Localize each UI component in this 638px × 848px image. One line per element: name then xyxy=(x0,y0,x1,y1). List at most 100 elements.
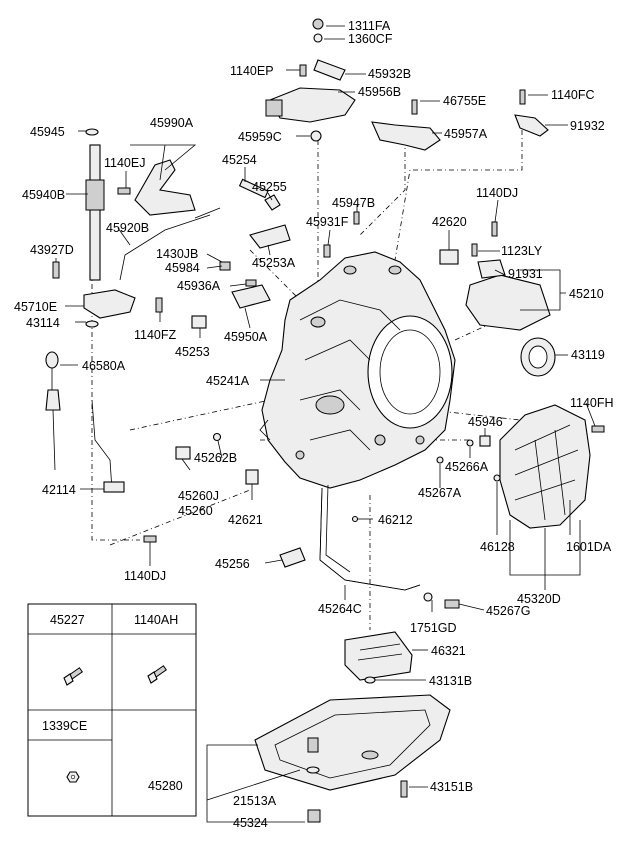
label-45253a: 45253A xyxy=(252,256,296,270)
label-45254: 45254 xyxy=(222,153,257,167)
detent-spring-45990a xyxy=(134,159,196,216)
nut-1339ce-icon xyxy=(66,771,80,783)
parking-rod-45920b xyxy=(119,214,211,281)
label-1123ly: 1123LY xyxy=(501,244,543,258)
pin-45931f xyxy=(323,244,331,258)
bracket-91931 xyxy=(477,259,506,279)
table-cell-1140ah: 1140AH xyxy=(134,613,178,627)
label-1140ej: 1140EJ xyxy=(104,156,145,170)
label-45264c: 45264C xyxy=(318,602,362,616)
fastener-table: 45227 1140AH 1339CE xyxy=(27,603,197,817)
bracket-91932 xyxy=(514,114,549,137)
bolt-45227-icon xyxy=(63,667,83,686)
pin-45254 xyxy=(238,178,269,199)
tube-bracket xyxy=(103,481,125,493)
label-45950a: 45950A xyxy=(224,330,268,344)
label-45262b: 45262B xyxy=(194,451,237,465)
label-45267g: 45267G xyxy=(486,604,530,618)
label-43927d: 43927D xyxy=(30,243,74,257)
label-45255: 45255 xyxy=(252,180,287,194)
label-45256: 45256 xyxy=(215,557,250,571)
label-42620: 42620 xyxy=(432,215,467,229)
label-43114: 43114 xyxy=(26,316,60,330)
manual-shaft-assembly xyxy=(52,128,163,328)
gasket-21513a xyxy=(306,766,320,774)
plate-45253 xyxy=(191,315,207,329)
bracket-45957a xyxy=(371,121,441,151)
plug-46212 xyxy=(351,515,359,523)
part-labels: 1311FA 1360CF 1140EP 45932B 45956B 46755… xyxy=(14,19,614,830)
label-45945: 45945 xyxy=(30,125,65,139)
label-45280: 45280 xyxy=(148,779,183,793)
label-1140fc: 1140FC xyxy=(551,88,595,102)
label-45947b: 45947B xyxy=(332,196,375,210)
label-45920b: 45920B xyxy=(106,221,149,235)
transmission-case xyxy=(259,251,456,489)
label-43131b: 43131B xyxy=(429,674,472,688)
label-45984: 45984 xyxy=(165,261,200,275)
label-46755e: 46755E xyxy=(443,94,486,108)
bolt-1140fc xyxy=(519,89,526,105)
label-46321: 46321 xyxy=(431,644,466,658)
label-21513a: 21513A xyxy=(233,794,277,808)
label-1751gd: 1751GD xyxy=(410,621,457,635)
label-45320d: 45320D xyxy=(517,592,561,606)
pin-45947b xyxy=(353,211,360,225)
label-45710e: 45710E xyxy=(14,300,57,314)
bolt-1123ly xyxy=(471,243,478,257)
label-45210: 45210 xyxy=(569,287,604,301)
bolt-1140ej xyxy=(117,187,131,195)
label-42114: 42114 xyxy=(42,483,76,497)
label-43119: 43119 xyxy=(571,348,605,362)
dipstick-46580a xyxy=(45,351,61,471)
label-91932: 91932 xyxy=(570,119,605,133)
label-45946: 45946 xyxy=(468,415,503,429)
bracket-45253a xyxy=(249,224,291,249)
bolt-1140dj-bot xyxy=(143,535,157,543)
label-45936a: 45936A xyxy=(177,279,221,293)
bolt-46755e xyxy=(411,99,418,115)
label-46212: 46212 xyxy=(378,513,413,527)
oil-seal-43119 xyxy=(520,337,556,377)
label-1140fz: 1140FZ xyxy=(134,328,177,342)
label-1311fa: 1311FA xyxy=(348,19,391,33)
leader-lines xyxy=(55,25,596,823)
label-1140fh: 1140FH xyxy=(570,396,614,410)
label-45957a: 45957A xyxy=(444,127,488,141)
plug-45260 xyxy=(175,446,191,460)
table-cell-45227: 45227 xyxy=(50,613,85,627)
label-1601da: 1601DA xyxy=(566,540,612,554)
label-45260j: 45260J xyxy=(178,489,219,503)
inhibitor-switch-assembly xyxy=(265,18,356,142)
label-91931: 91931 xyxy=(508,267,543,281)
label-1140dj-bot: 1140DJ xyxy=(124,569,166,583)
label-45959c: 45959C xyxy=(238,130,282,144)
pin-46128 xyxy=(493,474,501,482)
label-45931f: 45931F xyxy=(306,215,349,229)
label-45990a: 45990A xyxy=(150,116,194,130)
oring-45266a xyxy=(466,439,474,447)
bolt-1140dj-top xyxy=(491,221,498,237)
label-45260: 45260 xyxy=(178,504,213,518)
label-1140dj-top: 1140DJ xyxy=(476,186,518,200)
plug-45267a xyxy=(436,456,444,464)
gasket-1751gd xyxy=(423,592,433,602)
label-1360cf: 1360CF xyxy=(348,32,393,46)
oil-pan-45280 xyxy=(254,694,451,823)
label-45253: 45253 xyxy=(175,345,210,359)
sensor-42620 xyxy=(439,249,459,265)
label-1140ep: 1140EP xyxy=(230,64,274,78)
sensor-42621 xyxy=(245,469,259,485)
oil-filter-46321 xyxy=(344,631,413,681)
label-45241a: 45241A xyxy=(206,374,250,388)
label-45932b: 45932B xyxy=(368,67,411,81)
label-43151b: 43151B xyxy=(430,780,473,794)
drain-plug-45324 xyxy=(307,809,321,823)
pin-45936a xyxy=(245,279,257,287)
label-46128: 46128 xyxy=(480,540,515,554)
plug-45946 xyxy=(479,435,491,447)
oring-43131b xyxy=(364,676,376,684)
oring-45262b xyxy=(212,432,222,442)
bracket-45256 xyxy=(279,547,306,568)
